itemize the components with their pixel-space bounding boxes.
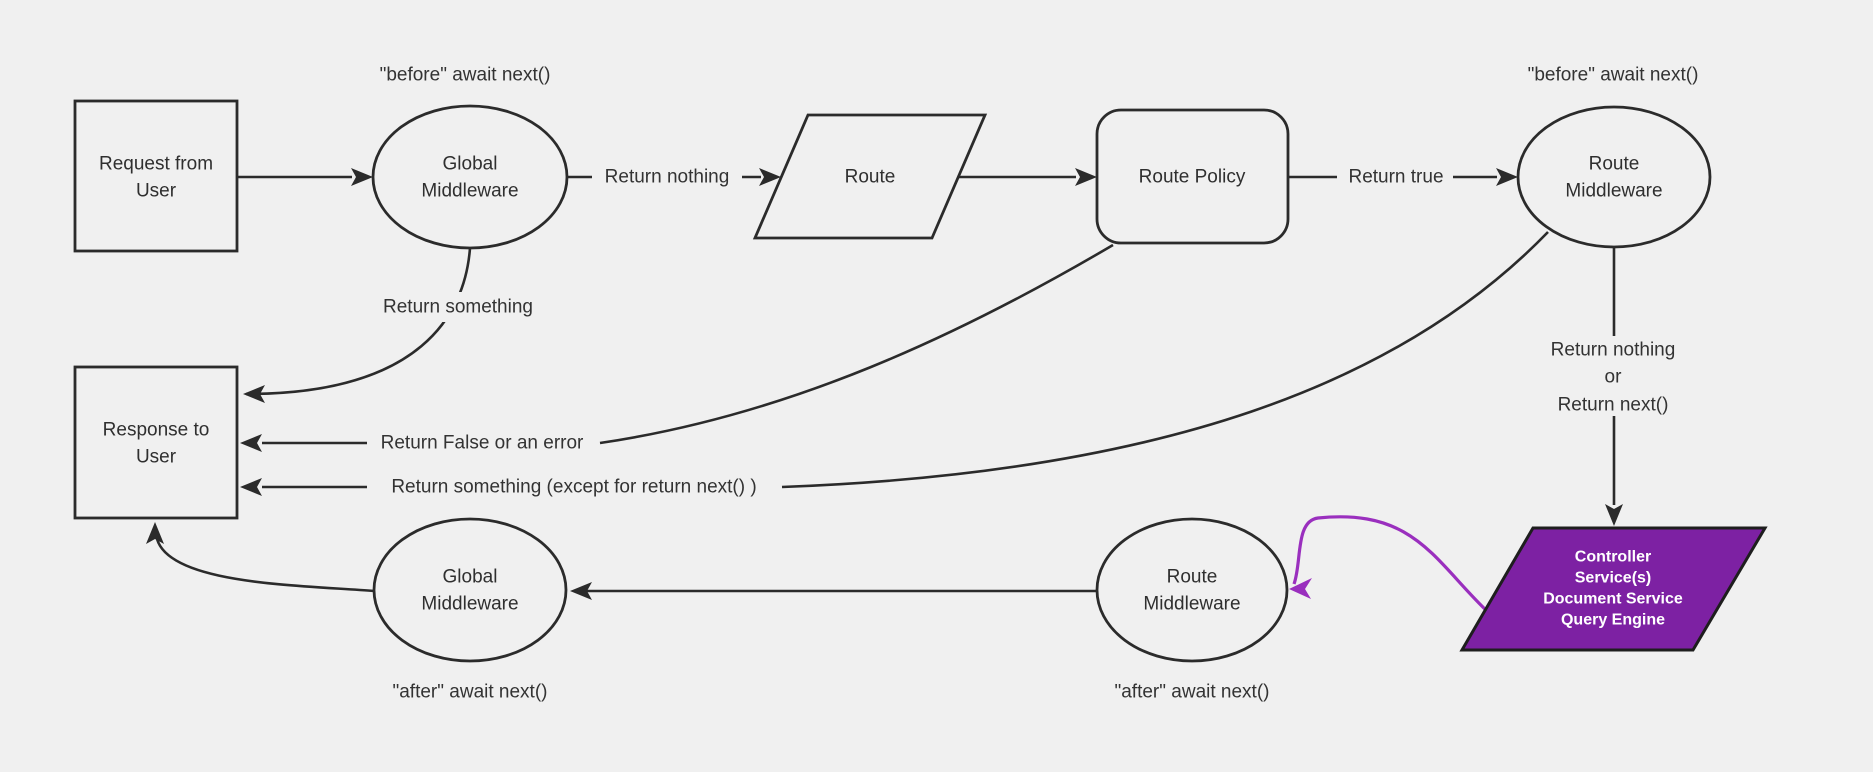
node-route-policy-label: Route Policy [1139,167,1246,188]
node-response-label-line2: User [136,447,177,468]
label-before-await-left: "before" await next() [380,65,551,86]
node-global-middleware-top [371,104,569,250]
node-routemw-bottom-label-line2: Middleware [1143,594,1240,615]
node-route [752,113,988,240]
edge-global-bottom-to-response [154,531,375,593]
node-response-to-user [73,365,239,520]
label-return-false: Return False or an error [381,433,584,454]
label-before-await-right: "before" await next() [1528,65,1699,86]
node-route-middleware-bottom [1095,517,1289,663]
label-after-await-left: "after" await next() [393,682,548,703]
arrowhead-left-icon [570,582,592,600]
arrowhead-right-icon [759,168,781,186]
node-route-middleware-top [1516,105,1712,249]
node-global-bottom-label-line1: Global [443,567,498,588]
label-return-nothing-or-line1: Return nothing [1551,340,1676,361]
arrowhead-up-icon [146,522,164,544]
label-return-nothing-or-line3: Return next() [1558,395,1669,416]
edge-policy-to-response-curve [599,243,1114,445]
arrowhead-left-icon [243,385,265,403]
edge-labels: "before" await next() "before" await nex… [366,65,1698,703]
arrowhead-left-icon [240,478,262,496]
node-route-policy [1095,108,1290,245]
node-controller-label-line4: Query Engine [1561,612,1665,629]
node-controller-services [1459,526,1768,652]
node-global-top-label-line2: Middleware [421,181,518,202]
node-request-from-user [73,99,239,253]
node-global-middleware-bottom [372,517,568,663]
arrowhead-right-icon [1496,168,1518,186]
edge-controller-to-routemw-purple [1292,515,1491,615]
node-routemw-bottom-label-line1: Route [1167,567,1218,588]
node-routemw-top-label-line1: Route [1589,154,1640,175]
arrowhead-left-purple-icon [1289,578,1312,599]
node-response-label-line1: Response to [103,420,210,441]
label-return-something-except: Return something (except for return next… [391,477,756,498]
arrowhead-down-icon [1605,504,1623,526]
edges [146,168,1623,615]
node-route-label: Route [845,167,896,188]
nodes: Request from User Global Middleware Rout… [73,99,1768,663]
arrowhead-right-icon [1075,168,1097,186]
node-controller-label-line3: Document Service [1543,591,1683,608]
edge-routemw-to-response-curve [781,231,1549,489]
node-global-top-label-line1: Global [443,154,498,175]
node-controller-label-line1: Controller [1575,549,1651,566]
edge-global-to-response [245,247,472,396]
label-return-true: Return true [1348,167,1443,188]
label-return-something-bg [366,292,550,322]
label-return-nothing: Return nothing [605,167,730,188]
arrowhead-left-icon [240,434,262,452]
node-request-label-line1: Request from [99,154,213,175]
label-return-something: Return something [383,297,533,318]
node-controller-label-line2: Service(s) [1575,570,1652,587]
arrowhead-right-icon [351,168,373,186]
label-return-nothing-or-line2: or [1605,367,1623,388]
label-after-await-right: "after" await next() [1115,682,1270,703]
node-global-bottom-label-line2: Middleware [421,594,518,615]
node-request-label-line2: User [136,181,177,202]
node-routemw-top-label-line2: Middleware [1565,181,1662,202]
